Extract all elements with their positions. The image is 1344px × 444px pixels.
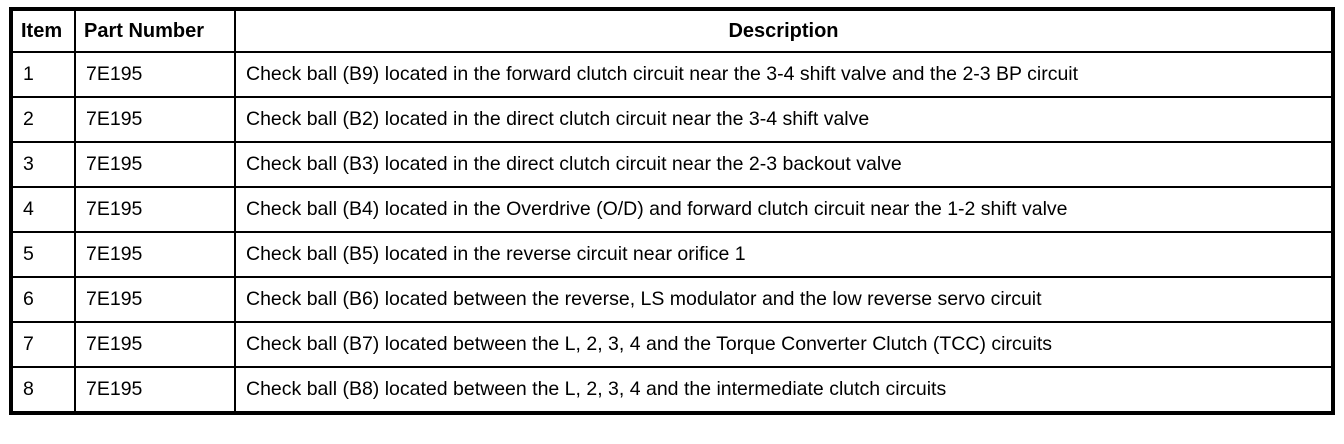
description-cell: Check ball (B3) located in the direct cl… (234, 141, 1334, 188)
item-cell: 2 (10, 96, 76, 143)
description-cell: Check ball (B8) located between the L, 2… (234, 366, 1334, 414)
table-row: 6 7E195 Check ball (B6) located between … (10, 276, 1334, 323)
part-number-cell: 7E195 (74, 321, 236, 368)
description-cell: Check ball (B5) located in the reverse c… (234, 231, 1334, 278)
part-number-cell: 7E195 (74, 276, 236, 323)
description-cell: Check ball (B2) located in the direct cl… (234, 96, 1334, 143)
table-row: 4 7E195 Check ball (B4) located in the O… (10, 186, 1334, 233)
column-header-description: Description (234, 8, 1334, 53)
table-row: 8 7E195 Check ball (B8) located between … (10, 366, 1334, 414)
item-cell: 6 (10, 276, 76, 323)
description-cell: Check ball (B9) located in the forward c… (234, 51, 1334, 98)
parts-table: Item Part Number Description 1 7E195 Che… (9, 7, 1335, 415)
part-number-cell: 7E195 (74, 186, 236, 233)
part-number-cell: 7E195 (74, 51, 236, 98)
description-cell: Check ball (B6) located between the reve… (234, 276, 1334, 323)
table-row: 1 7E195 Check ball (B9) located in the f… (10, 51, 1334, 98)
part-number-cell: 7E195 (74, 366, 236, 414)
part-number-cell: 7E195 (74, 231, 236, 278)
table-row: 2 7E195 Check ball (B2) located in the d… (10, 96, 1334, 143)
item-cell: 7 (10, 321, 76, 368)
header-row: Item Part Number Description (10, 8, 1334, 53)
table-row: 3 7E195 Check ball (B3) located in the d… (10, 141, 1334, 188)
description-cell: Check ball (B7) located between the L, 2… (234, 321, 1334, 368)
part-number-cell: 7E195 (74, 141, 236, 188)
description-cell: Check ball (B4) located in the Overdrive… (234, 186, 1334, 233)
item-cell: 3 (10, 141, 76, 188)
table-row: 5 7E195 Check ball (B5) located in the r… (10, 231, 1334, 278)
table-row: 7 7E195 Check ball (B7) located between … (10, 321, 1334, 368)
item-cell: 5 (10, 231, 76, 278)
part-number-cell: 7E195 (74, 96, 236, 143)
item-cell: 1 (10, 51, 76, 98)
column-header-item: Item (10, 8, 76, 53)
column-header-part-number: Part Number (74, 8, 236, 53)
item-cell: 4 (10, 186, 76, 233)
item-cell: 8 (10, 366, 76, 414)
